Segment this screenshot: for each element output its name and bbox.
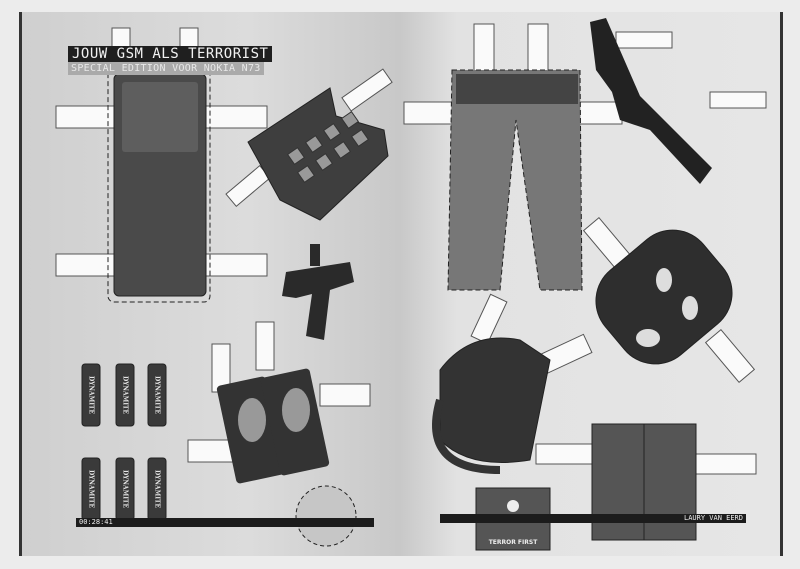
uzi-gun (282, 244, 354, 340)
dynamite-label: DYNAMITE (88, 470, 95, 509)
dynamite-label: DYNAMITE (154, 470, 161, 509)
dynamite-label: DYNAMITE (122, 376, 129, 415)
keffiyeh-pants (447, 69, 583, 291)
ammo-holster (247, 87, 389, 221)
page-title: JOUW GSM ALS TERRORIST (68, 46, 273, 62)
dynamite-label: DYNAMITE (88, 376, 95, 415)
camo-bag (432, 337, 551, 474)
dynamite-label: DYNAMITE (122, 470, 129, 509)
balaclava (595, 229, 733, 365)
gasmask-vest (216, 368, 357, 547)
author-name: LAURY VAN EERD (683, 514, 743, 522)
footer-bar-left: 00:28:41 (76, 518, 374, 527)
footer-bar-right: LAURY VAN EERD (440, 514, 746, 523)
briefcase-label: TERROR FIRST (489, 539, 539, 546)
dynamite-sticks: DYNAMITE DYNAMITE DYNAMITE DYNAMITE DYNA… (81, 363, 167, 521)
dynamite-label: DYNAMITE (154, 376, 161, 415)
footer-code: 00:28:41 (79, 518, 113, 526)
page-subtitle: SPECIAL EDITION VOOR NOKIA N73 (68, 62, 264, 75)
rifle (590, 18, 712, 184)
riot-shield (107, 67, 211, 303)
